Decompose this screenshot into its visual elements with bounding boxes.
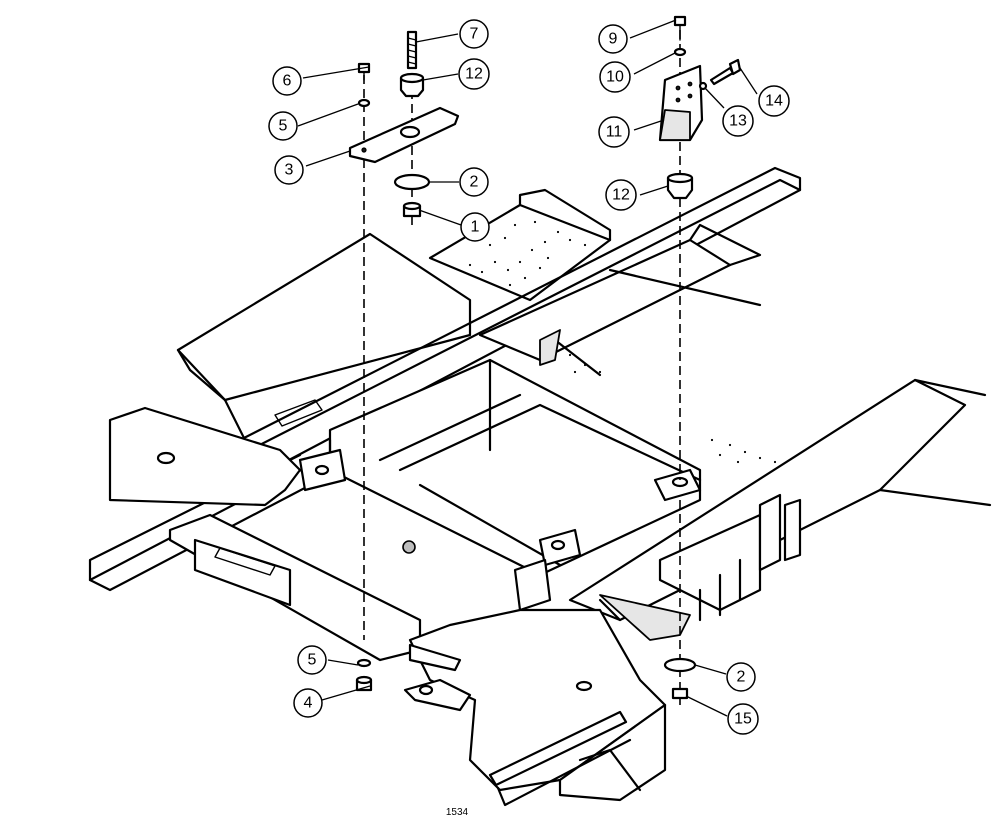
- svg-text:13: 13: [729, 113, 747, 130]
- inner-deck-perforations: [568, 353, 777, 464]
- nut-part-4: [355, 675, 373, 692]
- callout-5-upper: 5: [268, 111, 298, 141]
- washer-part-5-upper: [357, 98, 371, 108]
- callout-12-right: 12: [605, 179, 637, 211]
- svg-text:15: 15: [734, 711, 752, 728]
- nut-part-1: [402, 201, 422, 218]
- svg-text:12: 12: [465, 66, 483, 83]
- screw-part-14: [709, 58, 742, 86]
- svg-text:1: 1: [471, 219, 480, 236]
- callout-10: 10: [599, 61, 631, 93]
- svg-text:3: 3: [285, 162, 294, 179]
- callout-1: 1: [460, 212, 490, 242]
- callout-3: 3: [274, 155, 304, 185]
- right-mount-hardware: [658, 15, 742, 710]
- mount-plate-part-3: [348, 106, 460, 164]
- washer-part-5-lower: [356, 658, 372, 668]
- callout-7: 7: [459, 19, 489, 49]
- bushing-part-12-left: [399, 72, 425, 98]
- bushing-part-12-right: [666, 172, 694, 200]
- callout-bubbles: 1 2 2 3 4 5 5 6: [268, 19, 790, 735]
- callout-12-left: 12: [458, 58, 490, 90]
- callout-6: 6: [272, 66, 302, 96]
- svg-text:2: 2: [737, 669, 746, 686]
- callout-4: 4: [293, 688, 323, 718]
- bolt-part-6: [357, 62, 371, 81]
- svg-text:4: 4: [304, 695, 313, 712]
- frame-assembly: [88, 166, 992, 807]
- svg-text:9: 9: [609, 31, 618, 48]
- figure-number: 1534: [446, 807, 469, 818]
- callout-13: 13: [722, 105, 754, 137]
- left-mount-hardware: [348, 30, 460, 692]
- svg-text:6: 6: [283, 73, 292, 90]
- callout-leaders: [297, 19, 758, 717]
- svg-text:5: 5: [308, 652, 317, 669]
- svg-text:2: 2: [470, 174, 479, 191]
- stud-part-7: [406, 30, 418, 70]
- callout-11: 11: [598, 116, 630, 148]
- bracket-part-11: [658, 64, 704, 142]
- nut-part-15: [671, 687, 689, 700]
- bolt-part-9: [673, 15, 687, 41]
- svg-text:10: 10: [606, 69, 624, 86]
- deck-plate-perforations: [468, 220, 587, 287]
- callout-14: 14: [758, 85, 790, 117]
- svg-text:5: 5: [279, 118, 288, 135]
- svg-text:7: 7: [470, 26, 479, 43]
- washer-part-13: [698, 81, 708, 91]
- svg-text:12: 12: [612, 187, 630, 204]
- callout-2-lower: 2: [726, 662, 756, 692]
- washer-part-2-upper: [393, 173, 431, 191]
- callout-5-lower: 5: [297, 645, 327, 675]
- svg-text:11: 11: [606, 124, 623, 141]
- washer-part-2-lower: [663, 657, 697, 673]
- callout-2-upper: 2: [459, 167, 489, 197]
- washer-part-10: [673, 47, 687, 57]
- callout-15: 15: [727, 703, 759, 735]
- callout-9: 9: [598, 24, 628, 54]
- svg-text:14: 14: [765, 93, 783, 110]
